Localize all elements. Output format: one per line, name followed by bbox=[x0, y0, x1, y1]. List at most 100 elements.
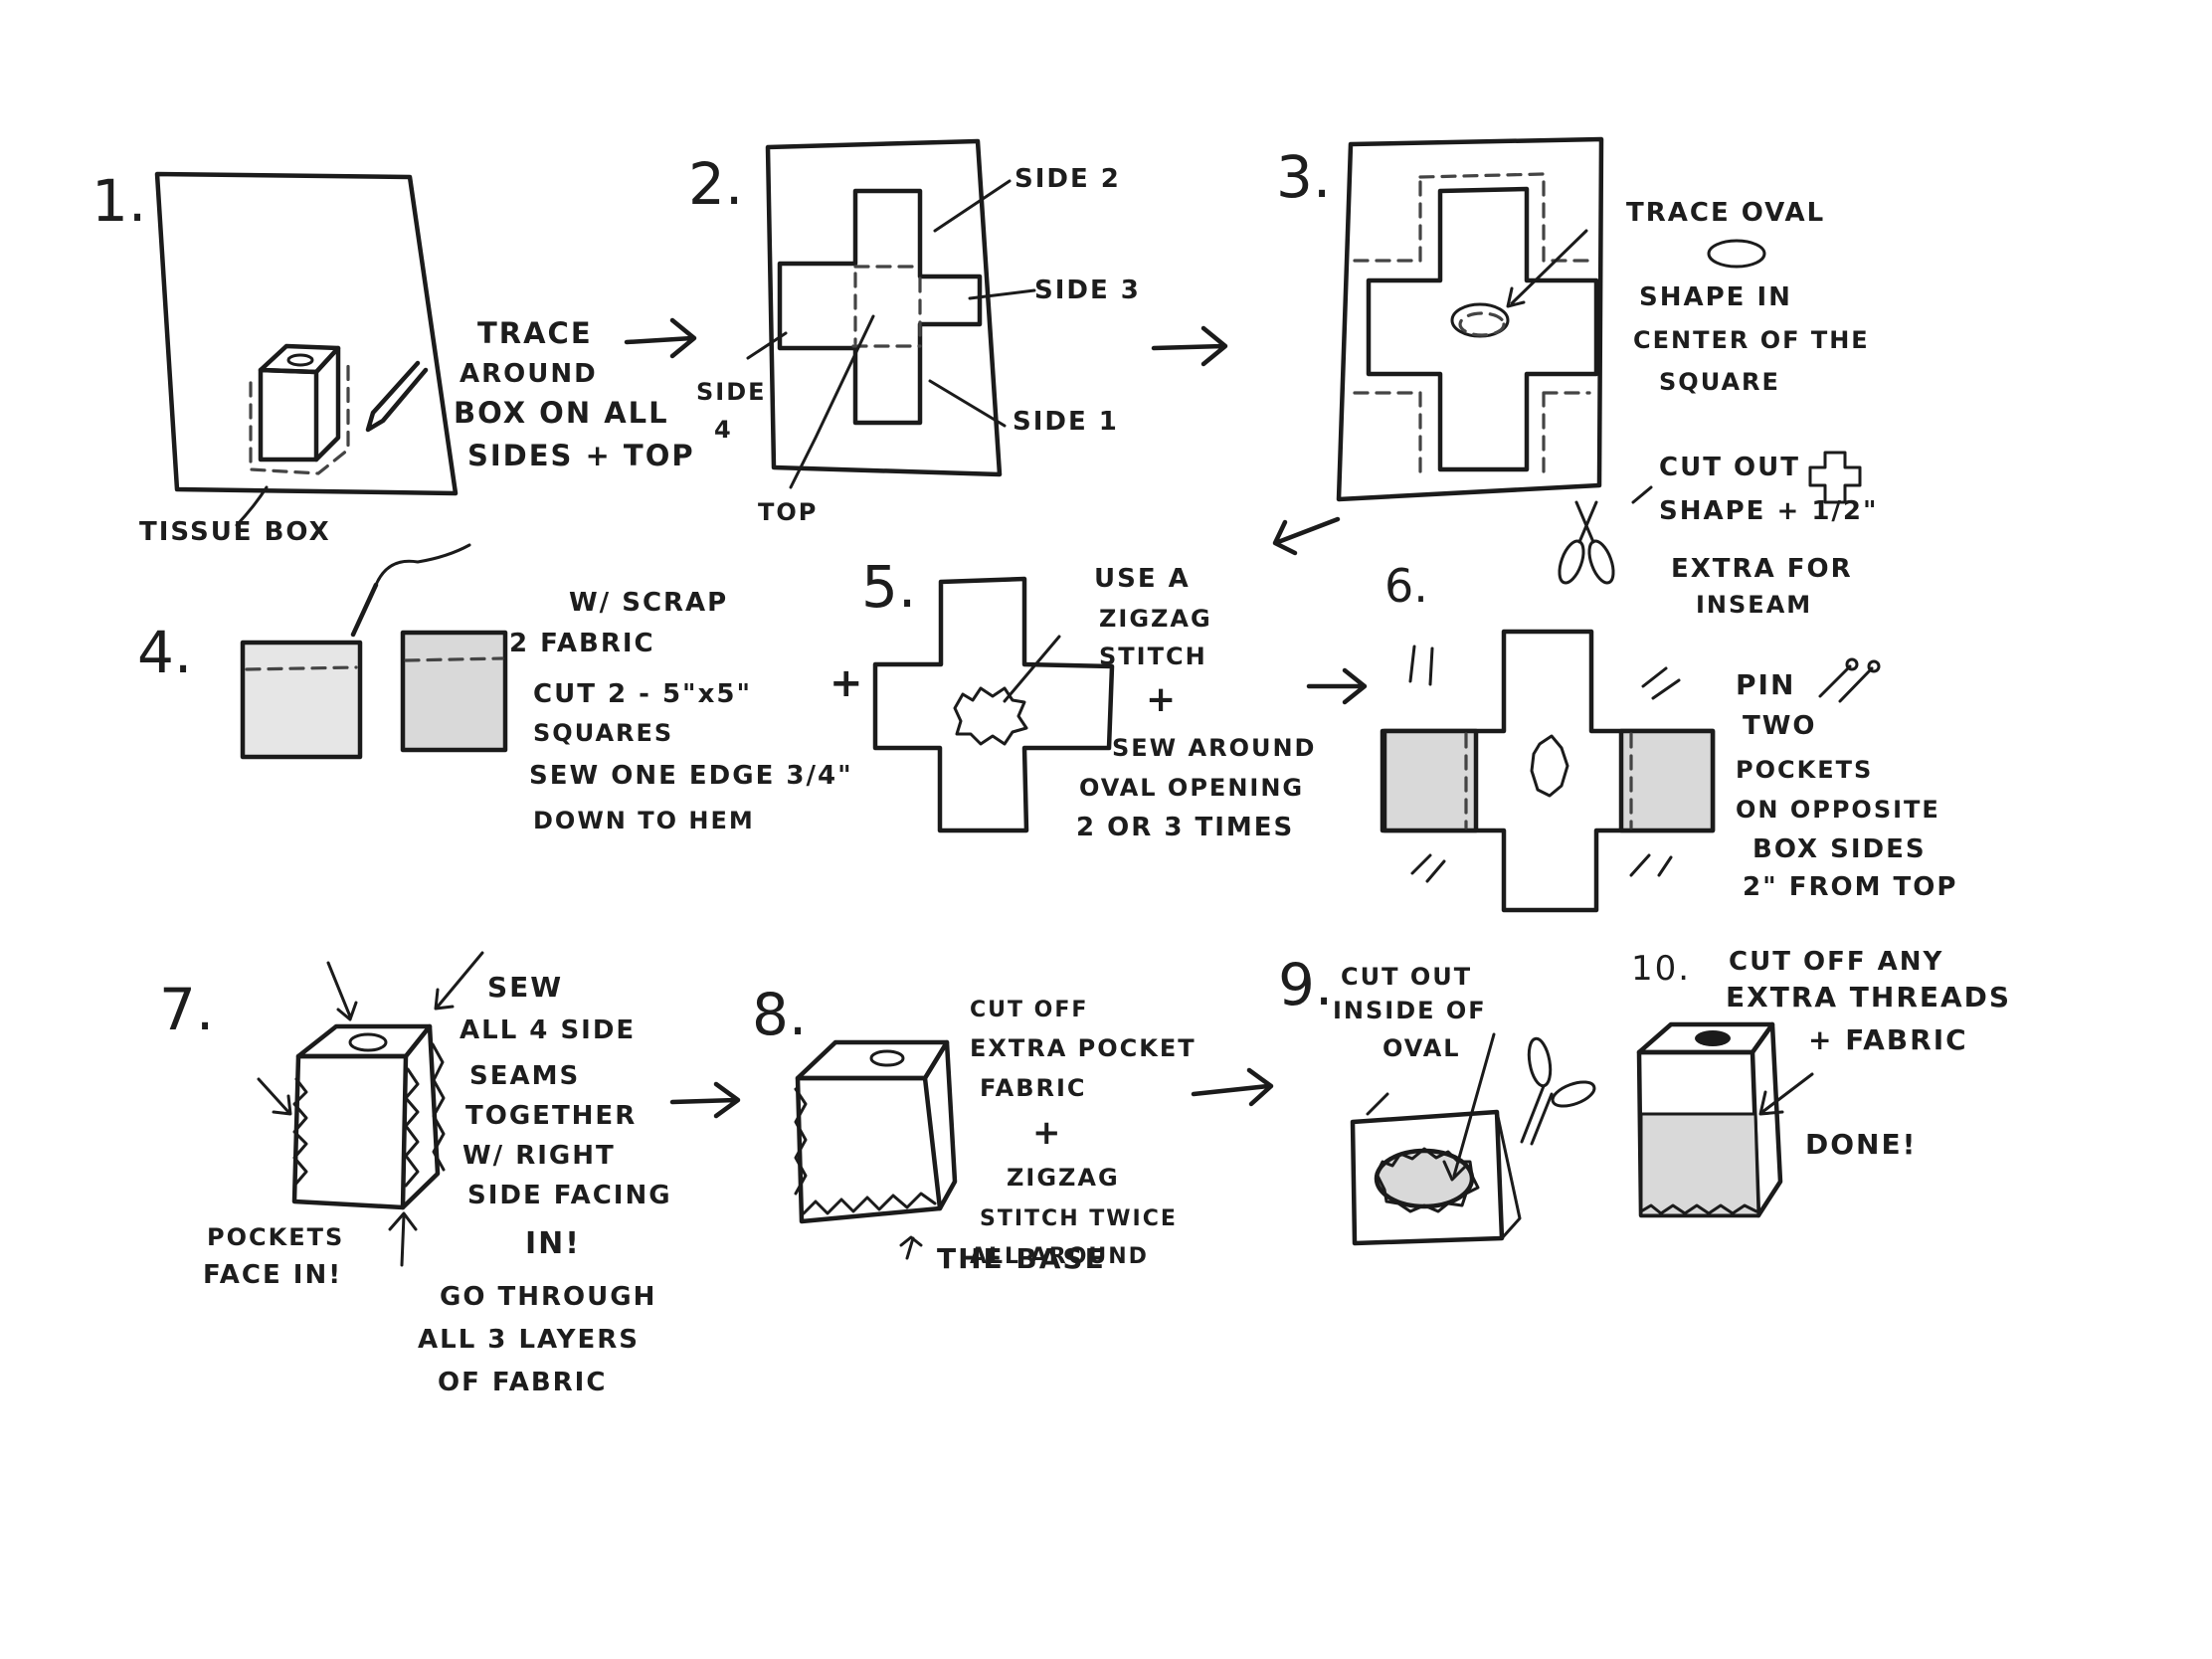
leader-line bbox=[928, 379, 1007, 428]
label: CUT OFF ANY bbox=[1729, 947, 1943, 977]
box-side bbox=[922, 1039, 958, 1211]
trace-outline bbox=[249, 356, 350, 475]
label: OF FABRIC bbox=[438, 1368, 607, 1397]
tissue-box-side bbox=[313, 345, 341, 462]
arrow-right-icon bbox=[1191, 1067, 1274, 1107]
zigzag-stitch-oval bbox=[953, 686, 1028, 746]
label: POCKETS bbox=[207, 1223, 344, 1251]
label: SEW AROUND bbox=[1112, 734, 1316, 762]
step-4: 4. W/ SCRAP 2 FABRIC CUT 2 - 5"x5" SQUAR… bbox=[137, 543, 851, 834]
step-9: 9. CUT OUT INSIDE OF OVAL bbox=[1278, 951, 1596, 1246]
hem-line bbox=[245, 665, 358, 671]
pocket-left bbox=[1382, 728, 1479, 833]
box-front bbox=[291, 1053, 409, 1210]
label: 2 FABRIC bbox=[509, 629, 655, 658]
step-8: 8. CUT OFF EXTRA POCKET FABRIC + ZIGZAG … bbox=[752, 981, 1195, 1275]
oval-shape-icon bbox=[1707, 239, 1766, 269]
zigzag-stitch-oval bbox=[1530, 734, 1569, 798]
leader-line bbox=[789, 314, 875, 489]
label: DOWN TO HEM bbox=[533, 807, 755, 834]
label: USE A bbox=[1094, 564, 1191, 594]
leader-line bbox=[1003, 635, 1061, 703]
zigzag-seam bbox=[794, 1087, 808, 1196]
hem-line bbox=[404, 656, 504, 662]
zigzag-base-stitch bbox=[1639, 1203, 1758, 1215]
label: ZIGZAG bbox=[1099, 605, 1212, 633]
label: ON OPPOSITE bbox=[1736, 796, 1940, 824]
step-7: 7. SEW ALL 4 SIDE SEAMS TOGETHER W/ RIGH… bbox=[159, 951, 670, 1397]
label: SEAMS bbox=[469, 1061, 580, 1091]
arrow-right-icon bbox=[669, 1081, 741, 1119]
label: IN! bbox=[525, 1226, 581, 1261]
label: + bbox=[1146, 679, 1178, 720]
cross-pattern bbox=[1366, 186, 1599, 472]
step-6: 6. PIN TWO POCKETS ON OPPOSITE BOX SIDES… bbox=[1380, 559, 1957, 913]
fabric-sheet bbox=[154, 171, 459, 496]
label: OVAL OPENING bbox=[1079, 774, 1304, 802]
box-opening bbox=[348, 1032, 388, 1052]
box-edges bbox=[1366, 1092, 1522, 1240]
fabric-sheet bbox=[1336, 136, 1604, 502]
label: THE BASE bbox=[937, 1242, 1106, 1275]
label: SIDE bbox=[696, 378, 767, 406]
pin-icon bbox=[1408, 645, 1681, 883]
step-2-number: 2. bbox=[688, 150, 743, 218]
label: INSEAM bbox=[1696, 591, 1812, 619]
zigzag-seam bbox=[292, 1077, 308, 1188]
leader-arrow bbox=[1442, 1032, 1496, 1182]
fabric-sheet bbox=[765, 138, 1003, 477]
pocket-panel bbox=[1639, 1112, 1760, 1217]
label: SQUARES bbox=[533, 719, 673, 747]
label: CENTER OF THE bbox=[1633, 326, 1870, 354]
step-3-number: 3. bbox=[1276, 143, 1331, 211]
label: TOP bbox=[758, 498, 818, 526]
box-opening bbox=[869, 1049, 905, 1067]
label: PIN bbox=[1736, 668, 1795, 701]
label: 2" FROM TOP bbox=[1743, 872, 1957, 902]
label: SHAPE IN bbox=[1639, 282, 1792, 312]
label: TRACE OVAL bbox=[1626, 198, 1825, 228]
step-1-number: 1. bbox=[92, 167, 146, 235]
label: STITCH bbox=[1099, 643, 1207, 670]
needle-icon bbox=[350, 582, 379, 638]
plus-label: + bbox=[830, 660, 865, 706]
box-opening bbox=[1695, 1030, 1731, 1046]
arrow-down-left-icon bbox=[1272, 516, 1341, 556]
leader-line bbox=[235, 485, 269, 527]
leader-line bbox=[968, 288, 1036, 300]
label: SQUARE bbox=[1659, 368, 1780, 396]
label: 4 bbox=[714, 416, 733, 444]
label: SIDE 1 bbox=[1013, 407, 1119, 437]
label: POCKETS bbox=[1736, 756, 1873, 784]
label: ALL 4 SIDE bbox=[460, 1015, 636, 1045]
pin-icon bbox=[1818, 657, 1881, 703]
label: EXTRA THREADS bbox=[1726, 981, 2011, 1014]
label: TISSUE BOX bbox=[139, 517, 331, 547]
leader-line bbox=[1631, 485, 1653, 504]
cross-shape-icon bbox=[1808, 451, 1862, 504]
step-1: 1. TRACE AROUND BOX ON ALL SIDES + TOP T… bbox=[92, 167, 693, 547]
scissors-icon bbox=[1520, 1036, 1596, 1146]
zigzag-stitch-oval bbox=[1375, 1147, 1480, 1213]
step-7-number: 7. bbox=[159, 976, 214, 1043]
label: SEW bbox=[487, 971, 563, 1004]
step-9-number: 9. bbox=[1278, 951, 1333, 1018]
label: SIDE 2 bbox=[1014, 164, 1121, 194]
zigzag-seam bbox=[404, 1067, 420, 1188]
label: BOX SIDES bbox=[1752, 834, 1927, 864]
label: + bbox=[1032, 1113, 1063, 1153]
label: CUT 2 - 5"x5" bbox=[533, 679, 752, 709]
leader-line bbox=[746, 331, 788, 360]
top-square-outline bbox=[851, 265, 922, 348]
arrow-up-icon bbox=[899, 1235, 923, 1260]
label: FABRIC bbox=[980, 1074, 1087, 1102]
leader-arrow bbox=[1506, 229, 1588, 308]
label: 2 OR 3 TIMES bbox=[1076, 813, 1294, 842]
arrow-icon bbox=[257, 951, 484, 1267]
traced-oval-dashed bbox=[1458, 311, 1506, 337]
label: W/ SCRAP bbox=[569, 588, 728, 618]
step-2: 2. SIDE 2 SIDE 3 SIDE 1 SIDE 4 TOP bbox=[688, 138, 1139, 526]
label: TRACE bbox=[477, 316, 593, 350]
label: SHAPE + 1/2" bbox=[1659, 496, 1879, 526]
